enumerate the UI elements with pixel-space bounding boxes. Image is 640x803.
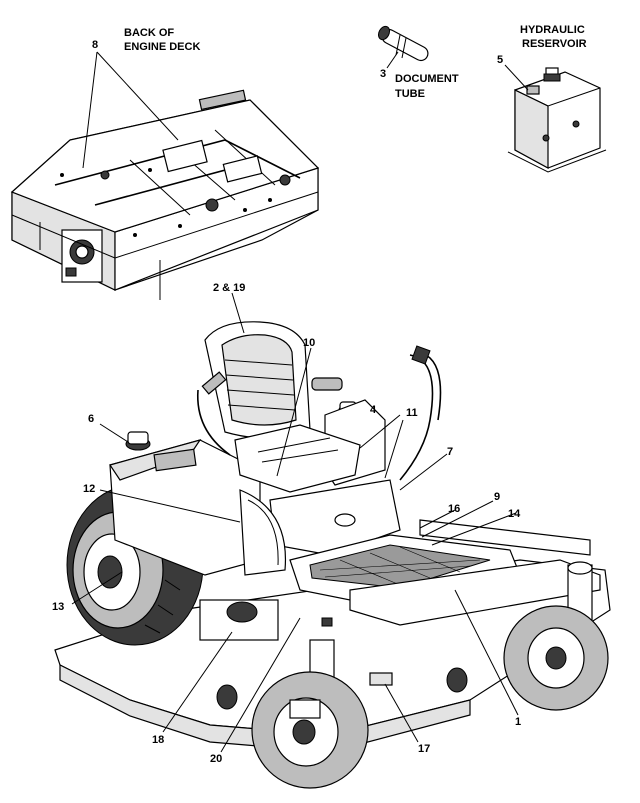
callout-16: 16 bbox=[448, 503, 460, 515]
document-tube-drawing bbox=[377, 25, 429, 62]
seat bbox=[204, 321, 361, 493]
caption-back-of-engine-deck-line2: ENGINE DECK bbox=[124, 41, 200, 53]
callout-20: 20 bbox=[210, 753, 222, 765]
callout-13: 13 bbox=[52, 601, 64, 613]
callout-3: 3 bbox=[380, 68, 386, 80]
callout-4: 4 bbox=[370, 404, 377, 416]
caption-hydraulic-reservoir-line2: RESERVOIR bbox=[522, 38, 587, 50]
leader-lines bbox=[71, 51, 529, 753]
callout-7: 7 bbox=[447, 446, 453, 458]
left-front-caster bbox=[251, 639, 369, 789]
callout-8: 8 bbox=[92, 39, 98, 51]
callout-5: 5 bbox=[497, 54, 503, 66]
callout-11: 11 bbox=[406, 407, 418, 419]
callout-1: 1 bbox=[515, 716, 521, 728]
engine-deck-drawing bbox=[10, 89, 320, 300]
deck-bolts bbox=[60, 168, 272, 237]
callout-9: 9 bbox=[494, 491, 500, 503]
caption-document-tube-line2: TUBE bbox=[395, 88, 425, 100]
callout-2-and-19: 2 & 19 bbox=[213, 282, 245, 294]
callout-6: 6 bbox=[88, 413, 94, 425]
callout-14: 14 bbox=[508, 508, 521, 520]
right-front-caster bbox=[503, 561, 609, 711]
callout-18: 18 bbox=[152, 734, 164, 746]
mower-drawing bbox=[54, 321, 611, 789]
caption-back-of-engine-deck-line1: BACK OF bbox=[124, 27, 174, 39]
callout-12: 12 bbox=[83, 483, 95, 495]
caption-document-tube-line1: DOCUMENT bbox=[395, 73, 459, 85]
callout-10: 10 bbox=[303, 337, 315, 349]
hydraulic-reservoir-drawing bbox=[507, 67, 607, 173]
caption-hydraulic-reservoir-line1: HYDRAULIC bbox=[520, 24, 585, 36]
callout-17: 17 bbox=[418, 743, 430, 755]
